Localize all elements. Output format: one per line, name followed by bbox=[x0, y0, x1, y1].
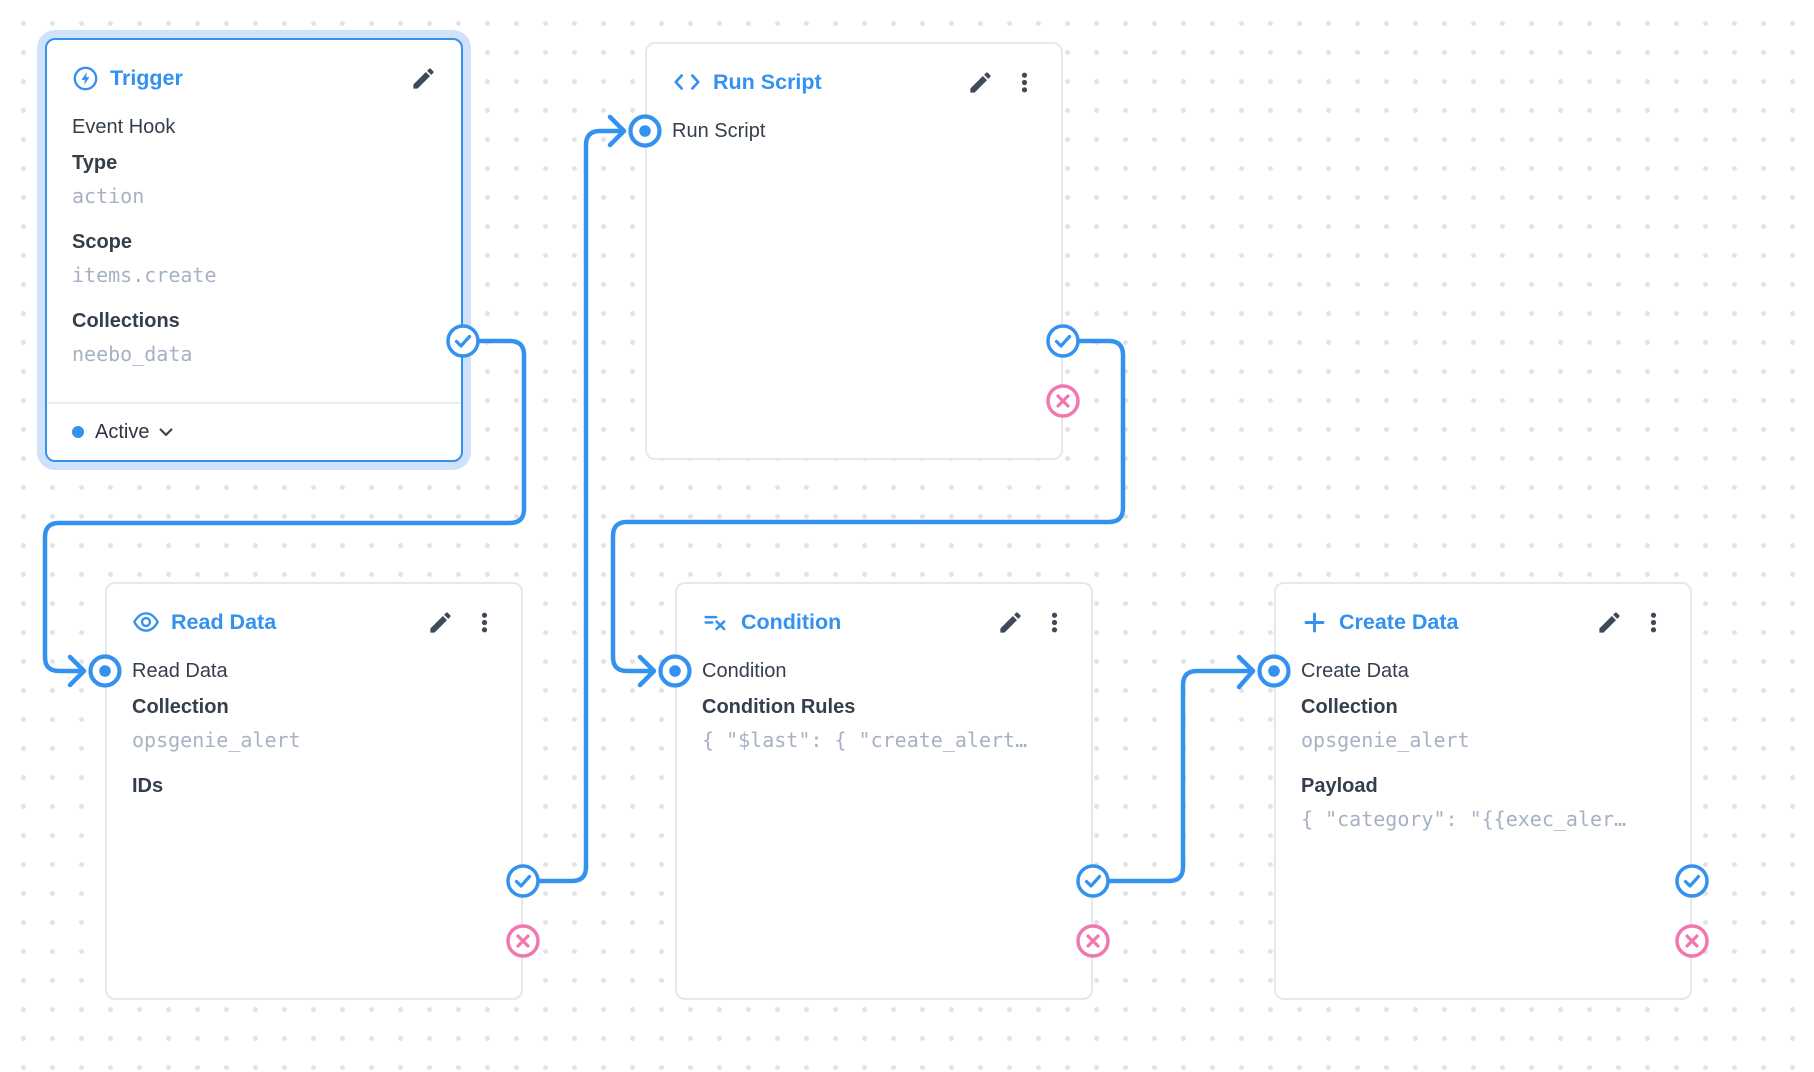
edit-button[interactable] bbox=[1596, 609, 1623, 636]
chevron-down-icon bbox=[159, 428, 173, 436]
field-value: { "category": "{{exec_aler… bbox=[1301, 807, 1627, 831]
node-input-label: Read Data bbox=[132, 660, 228, 682]
node-input-label: Condition bbox=[702, 660, 787, 682]
field-value: neebo_data bbox=[72, 342, 193, 366]
field-label: Scope bbox=[72, 231, 133, 253]
node-trigger[interactable]: Trigger Event Hook Type action Scope ite… bbox=[45, 38, 463, 462]
status-label: Active bbox=[95, 420, 150, 443]
active-status-dot bbox=[72, 426, 84, 438]
pencil-icon bbox=[970, 71, 991, 93]
field-label: Payload bbox=[1301, 775, 1378, 797]
node-menu-button[interactable] bbox=[1012, 70, 1037, 95]
pencil-icon bbox=[1599, 611, 1620, 633]
plus-icon bbox=[1304, 612, 1325, 632]
edit-button[interactable] bbox=[997, 609, 1024, 636]
kebab-menu-icon bbox=[1650, 612, 1657, 632]
arrowhead-run-script-input bbox=[607, 114, 627, 148]
field-value: items.create bbox=[72, 263, 217, 287]
eye-icon bbox=[132, 612, 160, 632]
field-label: Condition Rules bbox=[702, 696, 856, 718]
edit-button[interactable] bbox=[967, 69, 994, 96]
field-label: Collection bbox=[1301, 696, 1398, 718]
status-dropdown[interactable]: Active bbox=[47, 402, 461, 460]
node-menu-button[interactable] bbox=[472, 610, 497, 635]
field-label: Collection bbox=[132, 696, 229, 718]
field-label: IDs bbox=[132, 775, 164, 797]
field-value: { "$last": { "create_alert… bbox=[702, 728, 1028, 752]
rule-icon bbox=[704, 615, 726, 631]
arrowhead-create-data-input bbox=[1236, 654, 1256, 690]
kebab-menu-icon bbox=[481, 612, 488, 632]
field-value: opsgenie_alert bbox=[1301, 728, 1470, 752]
pencil-icon bbox=[413, 67, 434, 89]
kebab-menu-icon bbox=[1021, 72, 1028, 92]
pencil-icon bbox=[430, 611, 451, 633]
node-menu-button[interactable] bbox=[1042, 610, 1067, 635]
edit-button[interactable] bbox=[427, 609, 454, 636]
field-label: Type bbox=[72, 152, 118, 174]
node-run-script[interactable]: Run Script Run Script bbox=[645, 42, 1063, 460]
node-title: Run Script bbox=[713, 69, 822, 94]
connection-read-data-to-run-script bbox=[520, 128, 622, 884]
node-input-label: Run Script bbox=[672, 120, 766, 142]
arrowhead-read-data-input bbox=[67, 654, 87, 688]
node-subtitle: Event Hook bbox=[72, 116, 176, 138]
field-value: action bbox=[72, 184, 145, 208]
arrowhead-condition-input bbox=[637, 654, 657, 688]
field-value: opsgenie_alert bbox=[132, 728, 301, 752]
field-label: Collections bbox=[72, 310, 180, 332]
node-input-label: Create Data bbox=[1301, 660, 1409, 682]
node-title: Read Data bbox=[171, 609, 277, 634]
connection-condition-to-create-data bbox=[1090, 668, 1251, 884]
node-create-data[interactable]: Create Data Create Data Collection opsge… bbox=[1274, 582, 1692, 1000]
node-title: Trigger bbox=[110, 65, 183, 90]
node-title: Condition bbox=[741, 609, 842, 634]
edit-button[interactable] bbox=[410, 65, 437, 92]
node-menu-button[interactable] bbox=[1641, 610, 1666, 635]
node-read-data[interactable]: Read Data Read Data Collection opsgenie_… bbox=[105, 582, 523, 1000]
node-condition[interactable]: Condition Condition Condition Rules { "$… bbox=[675, 582, 1093, 1000]
code-icon bbox=[674, 74, 700, 90]
node-title: Create Data bbox=[1339, 609, 1459, 634]
kebab-menu-icon bbox=[1051, 612, 1058, 632]
pencil-icon bbox=[1000, 611, 1021, 633]
bolt-circle-icon bbox=[73, 66, 98, 90]
